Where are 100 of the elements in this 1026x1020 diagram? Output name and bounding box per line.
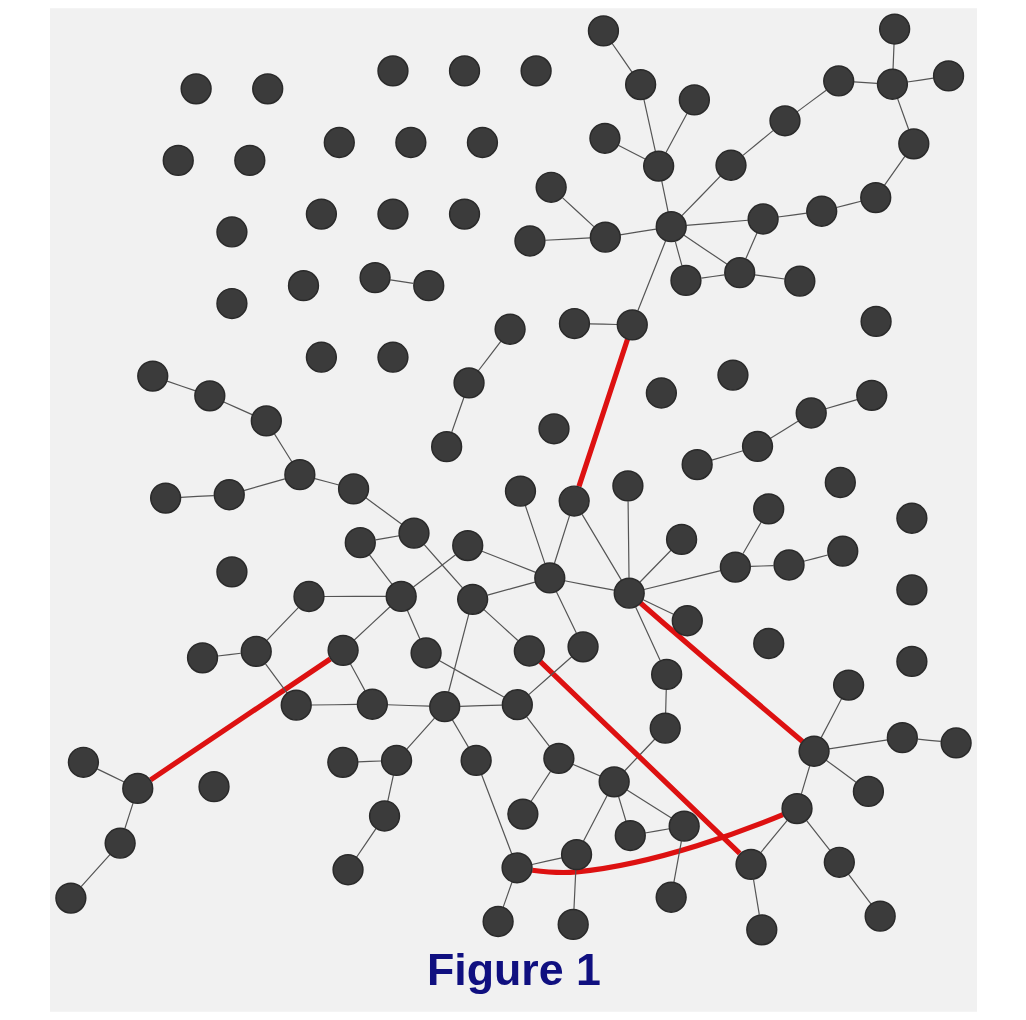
node-circle [932,60,964,92]
node-circle [822,65,854,97]
node-circle [616,309,648,341]
node-circle [878,13,910,45]
node-circle [513,225,546,257]
connector [179,494,214,498]
connector [576,338,630,488]
node-circle [780,792,813,825]
node-circle [598,766,630,798]
connector [486,581,536,596]
node-circle [233,144,265,177]
connector [802,554,828,562]
node-circle [149,482,181,514]
node-circle [356,688,388,720]
node-circle [752,627,784,660]
connector [819,697,842,739]
node-circle [859,305,892,338]
node-circle [519,55,552,87]
connector [682,234,728,265]
node-circle [344,526,376,559]
node-circle [501,689,533,721]
node-circle [855,379,887,411]
node-circle [121,772,153,805]
connector [641,598,674,615]
connector [264,663,288,694]
connector [664,689,667,714]
node-circle [734,848,767,880]
node-circle [376,198,409,230]
node-circle [380,744,412,777]
connector [459,704,502,707]
node-circle [193,380,225,412]
connector [242,478,285,492]
node-circle [240,635,272,668]
node-circle [533,562,565,594]
connector [386,704,430,707]
connector [617,795,627,822]
node-circle [368,800,400,832]
node-circle [305,198,337,230]
connector [883,155,906,186]
connector [531,857,562,866]
connector [480,774,512,855]
connector [627,500,630,579]
connector [216,652,241,657]
node-circle [215,216,248,248]
node-circle [537,413,570,445]
node-circle [104,827,136,859]
connector [368,553,393,586]
connector [744,232,758,260]
node-circle [723,257,755,289]
connector [710,450,744,461]
node-circle [716,359,749,391]
node-circle [250,405,282,437]
connector [438,659,505,698]
connector [852,81,878,84]
connector [349,663,366,692]
connector [617,144,646,160]
node-circle [614,819,646,852]
node-circle [655,211,687,243]
node-circle [745,914,777,946]
node-circle [506,798,538,830]
connector [555,590,577,634]
connector [664,112,688,154]
connector [805,819,831,851]
connector [389,279,414,284]
connector [795,89,827,113]
node-circle [481,905,514,938]
node-circle [832,669,864,701]
node-circle [895,574,928,606]
node-circle [500,852,533,884]
connector [753,274,785,280]
connector [538,659,742,856]
node-circle [824,466,856,499]
node-circle [783,265,815,297]
node-circle [397,517,430,549]
connector [800,765,810,795]
connector [847,873,872,905]
connector [636,240,666,312]
node-circle [162,144,194,177]
node-circle [895,645,928,678]
node-circle [560,838,592,871]
connector [672,840,682,883]
node-circle [394,126,426,159]
connector [525,716,550,748]
connector [148,656,332,782]
node-circle [859,181,891,214]
connector [582,794,608,842]
connector [741,130,774,156]
node-circle [558,485,590,517]
connector [674,241,683,267]
node-circle [772,549,805,581]
node-circle [376,55,409,87]
connector [273,433,292,463]
connector [752,878,760,916]
connector [482,608,518,642]
connector [825,759,857,784]
node-circle [669,264,702,297]
node-circle [460,744,492,777]
node-circle [897,128,929,160]
node-circle [624,68,656,101]
node-circle [283,458,315,491]
